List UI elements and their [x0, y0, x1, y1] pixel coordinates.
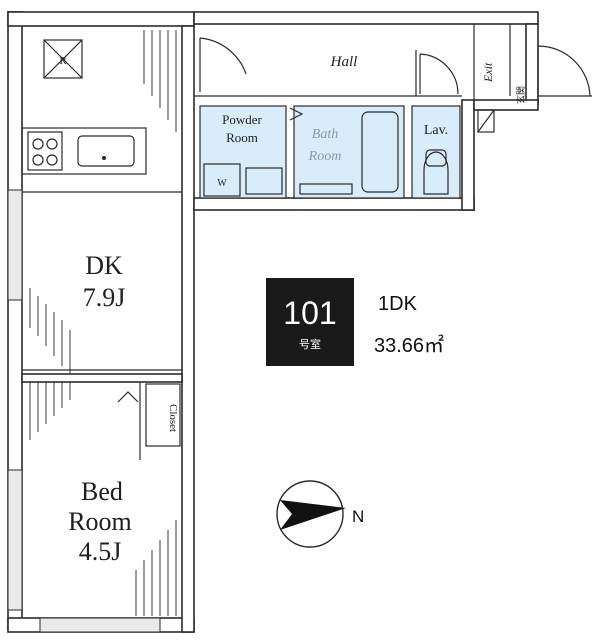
- compass-circle: [276, 480, 344, 548]
- bath-room-label-line1: Bath: [312, 127, 338, 142]
- kitchen: [21, 39, 182, 193]
- bed-room-size-label: 4.5J: [79, 537, 122, 566]
- bath-room-label-line2: Room: [308, 149, 342, 164]
- refrigerator-label: R: [59, 55, 67, 67]
- powder-room-label-line2: Room: [226, 130, 258, 145]
- dk-size-label: 7.9J: [83, 283, 126, 312]
- hall-area: [194, 24, 592, 133]
- unit-area: 33.66㎡: [374, 333, 444, 357]
- layout-type: 1DK: [378, 293, 418, 315]
- unit-suffix: 号室: [299, 337, 321, 351]
- powder-room-label-line1: Powder: [222, 112, 262, 127]
- bed-room-label-line2: Room: [68, 507, 132, 536]
- sliding-door-hatching: [29, 30, 177, 616]
- exit-sub-label: 玄関: [515, 86, 526, 104]
- hall-label: Hall: [330, 54, 358, 70]
- unit-number: 101: [283, 295, 336, 331]
- unit-badge: 101 号室: [266, 278, 354, 366]
- compass-north-label: N: [352, 507, 364, 526]
- compass-arrow-icon: [280, 500, 346, 530]
- washer-label: W: [217, 178, 227, 189]
- windows: [7, 189, 161, 633]
- wet-rooms: [199, 105, 461, 199]
- room-labels: Hall Exit 玄関 Powder Room Bath Room Lav. …: [59, 54, 526, 566]
- dk-name-label: DK: [85, 251, 123, 280]
- compass: N: [276, 480, 364, 548]
- dk-bed-partition: [21, 369, 183, 460]
- closet-label: Closet: [167, 404, 179, 432]
- lav-label: Lav.: [424, 123, 448, 138]
- exit-label: Exit: [481, 62, 495, 83]
- bed-room-label-line1: Bed: [81, 477, 123, 506]
